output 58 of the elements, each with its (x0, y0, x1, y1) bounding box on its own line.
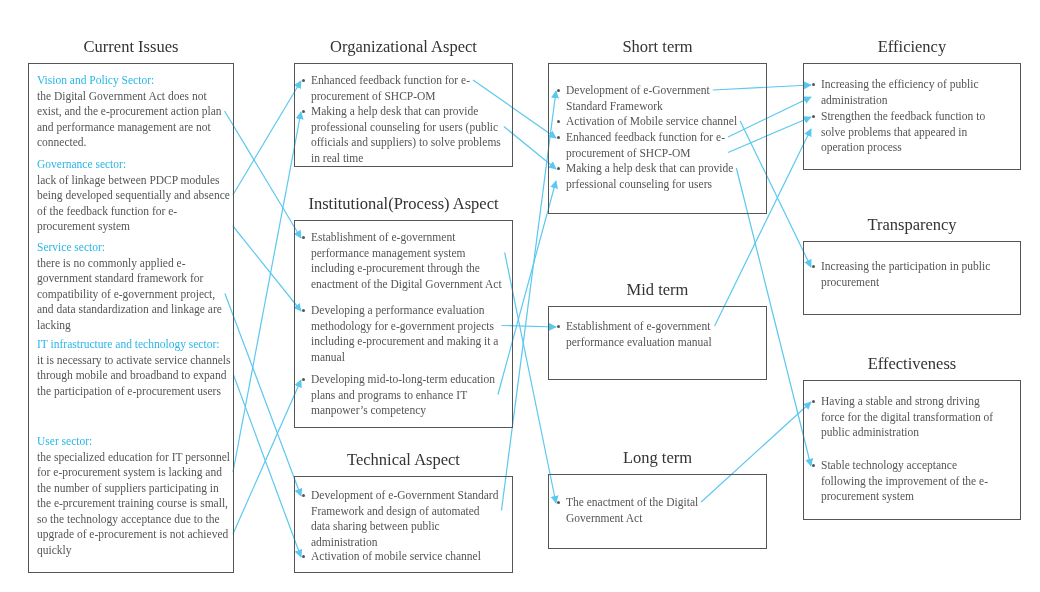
box-heading: Long term (621, 448, 694, 468)
sector-description: it is necessary to activate service channels through mobile and broadband to expand the participation of e-procurement users (37, 352, 232, 399)
bullet-text: Stable technology acceptance following the improvement of the e-procurement system (821, 458, 990, 505)
sector-heading: IT infrastructure and technology sector: (37, 337, 221, 353)
arrow (735, 167, 814, 467)
box-heading: Institutional(Process) Aspect (307, 194, 500, 214)
arrow (727, 116, 812, 154)
sector-description: there is no commonly applied e-government standard framework for compatibility of e-government project, and data standardization and linkage are lacking (37, 255, 223, 333)
bullet-text: Enhanced feedback function for e-procurement of SHCP-OM (311, 73, 471, 104)
bullet-text: Making a help desk that can provide professional counseling for users (public officials and suppliers) to solve problems in real time (311, 104, 502, 166)
arrow (504, 251, 559, 504)
bullet-text: Developing a performance evaluation methodology for e-government projects including e-procurement and making it a manual (311, 303, 500, 365)
sector-description: lack of linkage between PDCP modules being developed sequentially and absence of the feedback function for e-procurement system (37, 172, 231, 235)
arrow (700, 401, 812, 503)
arrow (500, 90, 560, 512)
bullet-text: Establishment of e-government performance management system including e-procurement through the enactment of the Digital Government Act (311, 230, 503, 292)
bullet-text: Strengthen the feedback function to solve problems that appeared in operation process (821, 109, 987, 156)
arrow (497, 180, 558, 396)
bullet-text: Establishment of e-government performance evaluation manual (566, 319, 713, 350)
arrow (739, 120, 812, 268)
box-heading: Efficiency (876, 37, 948, 57)
sector-heading: User sector: (37, 434, 94, 449)
arrow (727, 96, 812, 138)
bullet-text: Developing mid-to-long-term education plans and programs to enhance IT manpower’s competency (311, 372, 496, 419)
arrow (472, 79, 557, 139)
bullet-text: Increasing the efficiency of public administration (821, 77, 980, 108)
arrow (503, 125, 557, 170)
sector-description: the Digital Government Act does not exist, and the e-procurement action plan and performance management are not connected. (37, 88, 223, 150)
arrow (224, 292, 303, 497)
box-heading: Transparency (866, 215, 958, 235)
box-heading: Short term (621, 37, 694, 57)
bullet-text: Enhanced feedback function for e-procurement of SHCP-OM (566, 130, 726, 161)
bullet-text: Development of e-Government Standard Framework (566, 83, 711, 114)
box-heading: Technical Aspect (346, 450, 461, 470)
box-heading: Mid term (625, 280, 690, 300)
arrow (500, 322, 557, 331)
bullet-text: Activation of Mobile service channel (566, 114, 738, 129)
arrow (712, 81, 812, 91)
arrow (232, 379, 302, 535)
box-heading: Effectiveness (866, 354, 958, 374)
arrow (232, 80, 302, 196)
bullet-text: Making a help desk that can provide prfessional counseling for users (566, 161, 735, 192)
sector-description: the specialized education for IT personnel for e-procurement system is lacking and the number of suppliers participating in the e-prcurement training course is small, so the technology acceptance due to the upgrade of e-procurement is not achieved quickly (37, 449, 231, 558)
box-heading: Current Issues (82, 37, 180, 57)
arrow (232, 374, 303, 558)
sector-heading: Service sector: (37, 240, 106, 255)
sector-heading: Governance sector: (37, 157, 128, 172)
bullet-text: Development of e-Government Standard Framework and design of automated data sharing between public administration (311, 488, 500, 550)
bullet-text: The enactment of the Digital Government Act (566, 495, 700, 526)
box-heading: Organizational Aspect (329, 37, 478, 57)
arrow (224, 110, 302, 239)
bullet-text: Activation of mobile service channel (311, 549, 481, 564)
arrow (232, 111, 304, 473)
bullet-text: Increasing the participation in public procurement (821, 259, 992, 290)
arrow (714, 128, 812, 327)
sector-heading: Vision and Policy Sector: (37, 73, 156, 89)
arrow (232, 225, 302, 312)
bullet-text: Having a stable and strong driving force for the digital transformation of public administration (821, 394, 995, 441)
